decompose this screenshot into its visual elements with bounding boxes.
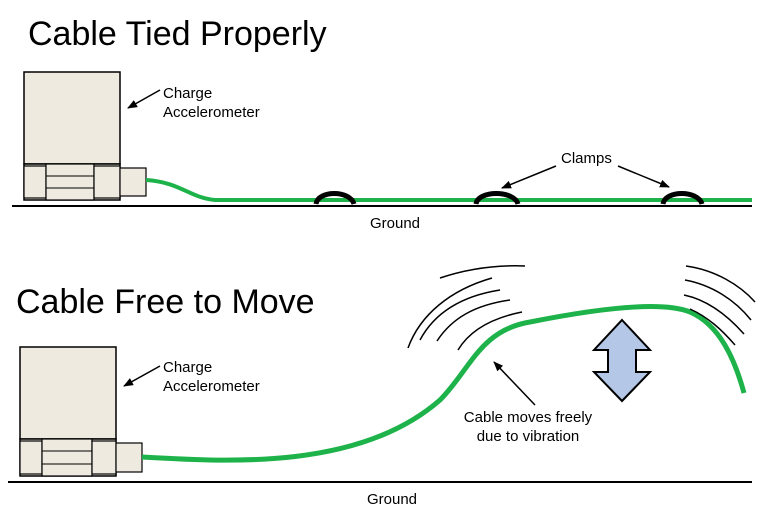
top-sensor-nut-left	[23, 165, 47, 199]
bottom-sensor-nut-right	[91, 440, 117, 475]
top-sensor-arrow	[127, 89, 161, 109]
top-accelerometer	[23, 71, 147, 201]
bottom-accelerometer	[19, 346, 143, 477]
top-clamp-1	[313, 191, 357, 206]
top-clamps-arrow-2	[617, 165, 670, 188]
top-sensor-label-line2: Accelerometer	[163, 104, 260, 121]
top-clamps-arrow-1	[501, 165, 557, 189]
top-clamps-label: Clamps	[561, 150, 612, 167]
top-panel: Cable Tied Properly Ground Charge Accele…	[12, 15, 752, 232]
top-sensor-connector	[119, 167, 147, 197]
bottom-cable	[141, 304, 747, 463]
vibration-marks-left	[407, 265, 526, 351]
top-cable	[145, 178, 752, 202]
top-clamp-3	[660, 191, 705, 206]
bottom-panel: Cable Free to Move Ground	[8, 265, 756, 508]
top-title: Cable Tied Properly	[28, 15, 327, 53]
top-sensor-nut-right	[93, 165, 121, 199]
vibration-double-arrow	[591, 318, 653, 403]
bottom-sensor-nut-left	[19, 440, 43, 475]
top-sensor-label-line1: Charge	[163, 85, 212, 102]
bottom-sensor-connector	[115, 442, 143, 473]
top-sensor-body	[23, 71, 121, 165]
cable-label-line2: due to vibration	[477, 428, 580, 445]
bottom-sensor-label-line1: Charge	[163, 359, 212, 376]
bottom-sensor-arrow	[123, 365, 161, 387]
bottom-ground-label: Ground	[367, 491, 417, 508]
vibration-marks-right	[683, 265, 756, 346]
bottom-sensor-label-line2: Accelerometer	[163, 378, 260, 395]
cable-label-line1: Cable moves freely	[464, 409, 593, 426]
bottom-title: Cable Free to Move	[16, 283, 315, 321]
top-ground-label: Ground	[370, 215, 420, 232]
top-sensor-nut-mid	[45, 163, 95, 201]
cable-arrow	[493, 361, 536, 406]
bottom-sensor-body	[19, 346, 117, 440]
top-clamp-2	[473, 191, 521, 206]
bottom-sensor-nut-mid	[41, 438, 93, 477]
